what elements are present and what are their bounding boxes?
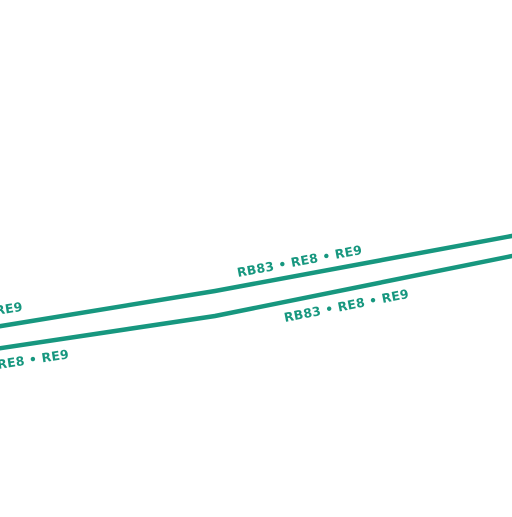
rail-line-lower[interactable] — [0, 253, 512, 351]
route-label-upper-left: RE9 — [0, 299, 24, 318]
rail-line-upper[interactable] — [0, 233, 512, 329]
route-label-lower-right: RB83 • RE8 • RE9 — [283, 286, 410, 325]
route-label-lower-left: RE8 • RE9 — [0, 346, 70, 372]
